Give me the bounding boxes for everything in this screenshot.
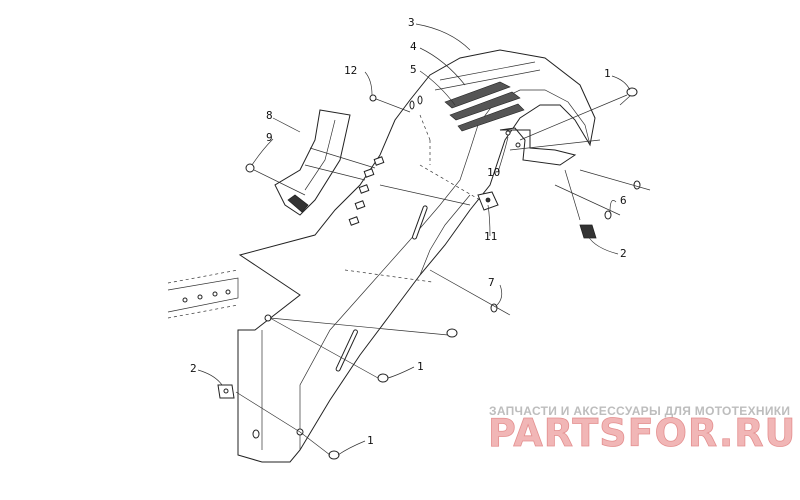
part-1-bolt-upper bbox=[619, 87, 638, 106]
callout-2-right: 2 bbox=[620, 247, 627, 260]
part-9-fastener bbox=[245, 163, 306, 196]
frame-rail bbox=[167, 269, 239, 319]
part-2-nut-right bbox=[579, 224, 597, 239]
callout-10: 10 bbox=[487, 166, 500, 179]
callout-1-upper: 1 bbox=[604, 67, 611, 80]
part-8-flap bbox=[274, 109, 351, 216]
assembly-lines bbox=[235, 94, 651, 456]
part-10-bracket bbox=[499, 127, 577, 166]
callout-leaders bbox=[197, 23, 631, 456]
callout-2-left: 2 bbox=[190, 362, 197, 375]
watermark-tagline: ЗАПЧАСТИ И АКСЕССУАРЫ ДЛЯ МОТОТЕХНИКИ bbox=[489, 404, 790, 418]
callout-11: 11 bbox=[484, 230, 497, 243]
part-6-bolts bbox=[604, 180, 641, 220]
part-2-nut-lower-left bbox=[217, 384, 235, 399]
callout-labels: 3 4 5 12 8 9 1 10 6 11 2 7 1 2 1 bbox=[190, 16, 627, 447]
callout-1-mid: 1 bbox=[417, 360, 424, 373]
part-1-bolt-lower bbox=[328, 450, 340, 460]
callout-9: 9 bbox=[266, 131, 273, 144]
part-11-clip bbox=[477, 191, 499, 211]
callout-8: 8 bbox=[266, 109, 273, 122]
callout-1-lower: 1 bbox=[367, 434, 374, 447]
part-1-bolt-mid bbox=[377, 328, 458, 383]
watermark: ЗАПЧАСТИ И АКСЕССУАРЫ ДЛЯ МОТОТЕХНИКИ PA… bbox=[488, 404, 796, 455]
fender-body bbox=[237, 49, 596, 463]
callout-6: 6 bbox=[620, 194, 627, 207]
callout-12: 12 bbox=[344, 64, 357, 77]
part-12-fastener bbox=[369, 94, 411, 113]
callout-7: 7 bbox=[488, 276, 495, 289]
callout-5: 5 bbox=[410, 63, 417, 76]
callout-4: 4 bbox=[410, 40, 417, 53]
callout-3: 3 bbox=[408, 16, 415, 29]
watermark-logo: PARTSFOR.RU bbox=[488, 411, 796, 455]
